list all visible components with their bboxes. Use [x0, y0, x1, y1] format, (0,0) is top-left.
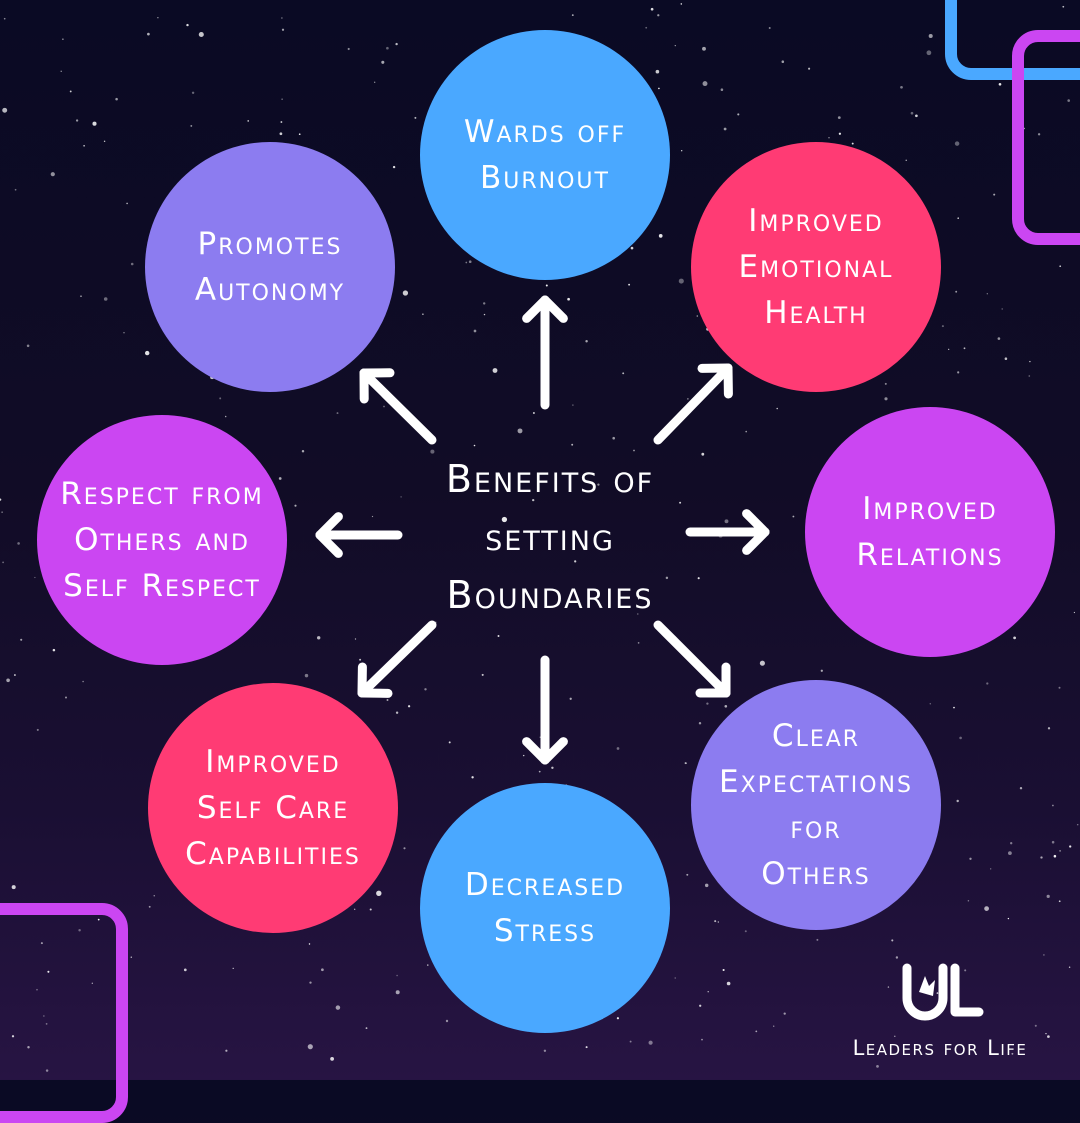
benefit-line: Relations — [856, 532, 1003, 578]
arrow-down-right-icon — [658, 625, 726, 693]
benefit-line: Decreased — [465, 862, 625, 908]
benefit-line: Expectations — [719, 759, 913, 805]
benefit-line: Self Care — [185, 785, 361, 831]
benefit-circle-wards-off-burnout: Wards off Burnout — [420, 30, 670, 280]
arrow-down-icon — [527, 660, 564, 760]
benefit-line: Others and — [60, 517, 263, 563]
center-title-line: Boundaries — [380, 566, 720, 624]
center-title-line: setting — [380, 508, 720, 566]
benefit-label: Improved Emotional Health — [733, 198, 900, 336]
benefit-line: Self Respect — [60, 563, 263, 609]
center-title: Benefits of setting Boundaries — [380, 450, 720, 624]
center-title-line: Benefits of — [380, 450, 720, 508]
benefit-line: Burnout — [464, 155, 626, 201]
benefit-circle-improved-relations: Improved Relations — [805, 407, 1055, 657]
arrow-up-right-icon — [658, 368, 728, 440]
arrow-down-left-icon — [362, 625, 432, 693]
benefit-label: Clear Expectations for Others — [713, 713, 919, 897]
benefit-line: Respect from — [60, 471, 263, 517]
benefit-line: Emotional — [739, 244, 894, 290]
benefit-line: Promotes — [195, 221, 345, 267]
benefit-circle-improved-self-care: Improved Self Care Capabilities — [148, 683, 398, 933]
benefit-line: Health — [739, 290, 894, 336]
benefit-line: Autonomy — [195, 267, 345, 313]
benefit-line: Improved — [185, 739, 361, 785]
benefit-circle-respect: Respect from Others and Self Respect — [37, 415, 287, 665]
brand-tagline: Leaders for Life — [820, 1036, 1060, 1060]
benefit-label: Wards off Burnout — [458, 109, 632, 201]
benefit-label: Decreased Stress — [459, 862, 631, 954]
benefit-circle-decreased-stress: Decreased Stress — [420, 783, 670, 1033]
benefit-circle-improved-emotional-health: Improved Emotional Health — [691, 142, 941, 392]
benefit-label: Improved Self Care Capabilities — [179, 739, 367, 877]
benefit-line: Stress — [465, 908, 625, 954]
benefit-label: Promotes Autonomy — [189, 221, 351, 313]
ul-logo-icon — [895, 962, 985, 1022]
benefit-line: for — [719, 805, 913, 851]
benefit-line: Clear — [719, 713, 913, 759]
benefit-line: Improved — [739, 198, 894, 244]
arrow-up-left-icon — [364, 373, 432, 440]
benefit-circle-promotes-autonomy: Promotes Autonomy — [145, 142, 395, 392]
arrow-up-icon — [527, 300, 564, 405]
benefit-line: Improved — [856, 486, 1003, 532]
benefit-line: Others — [719, 851, 913, 897]
benefit-label: Respect from Others and Self Respect — [54, 471, 269, 609]
benefit-line: Wards off — [464, 109, 626, 155]
benefit-label: Improved Relations — [850, 486, 1009, 578]
benefit-line: Capabilities — [185, 831, 361, 877]
benefit-circle-clear-expectations: Clear Expectations for Others — [691, 680, 941, 930]
